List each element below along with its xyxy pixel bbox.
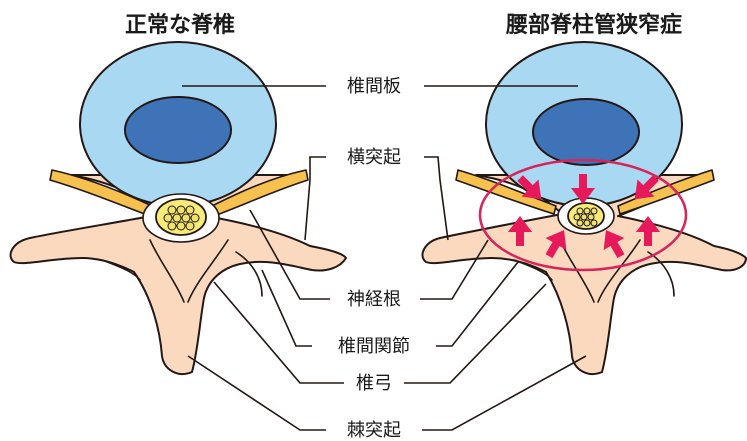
label-nerve-root: 神経根 bbox=[347, 289, 401, 310]
cord-fibers-normal bbox=[164, 206, 199, 230]
title-normal: 正常な脊椎 bbox=[125, 12, 235, 38]
vertebra-stenosis bbox=[422, 42, 746, 374]
cord-fibers-stenosis bbox=[574, 208, 597, 226]
label-vertebral-arch: 椎弓 bbox=[356, 373, 392, 394]
label-spinous-group: 棘突起 bbox=[188, 356, 586, 441]
nucleus-stenosis bbox=[533, 99, 639, 165]
vertebra-normal bbox=[11, 42, 346, 374]
nucleus-normal bbox=[125, 97, 231, 163]
label-facet-joint: 椎間関節 bbox=[338, 336, 410, 357]
label-spinous-process: 棘突起 bbox=[347, 420, 401, 441]
label-disc: 椎間板 bbox=[347, 76, 401, 97]
label-transverse-group: 横突起 bbox=[305, 147, 448, 240]
label-transverse-process: 横突起 bbox=[347, 147, 401, 168]
title-stenosis: 腰部脊柱管狭窄症 bbox=[505, 12, 682, 38]
